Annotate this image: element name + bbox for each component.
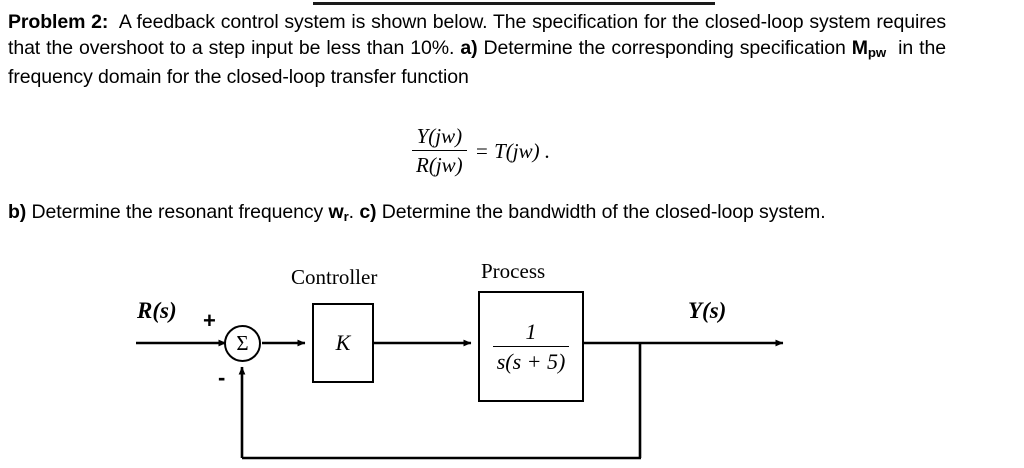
process-block: 1 s(s + 5) [478, 291, 584, 402]
symbol-wr-base: w [328, 201, 344, 223]
output-signal-label: Y(s) [688, 298, 727, 323]
parts-b-c-text: b) Determine the resonant frequency wr. … [8, 200, 946, 229]
part-c-text: Determine the bandwidth of the closed-lo… [381, 201, 826, 223]
diagram-wires [136, 339, 784, 460]
equation-numerator: Y(jw) [416, 124, 463, 148]
controller-block: K [312, 303, 374, 383]
problem-text-2: Determine the corresponding specificatio… [483, 36, 846, 59]
part-a-label: a) [460, 36, 478, 59]
symbol-mpw: Mpw [851, 36, 887, 60]
controller-title: Controller [291, 265, 378, 289]
top-horizontal-rule [313, 2, 715, 5]
problem-text-3: in the frequency domain for the closed-l… [8, 36, 946, 88]
equation-right-side: = T(jw) . [474, 138, 551, 163]
feedback-control-block-diagram: Σ + - R(s) Y(s) Controller K Process 1 s… [0, 255, 1024, 468]
controller-gain-label: K [335, 330, 351, 355]
process-transfer-function: 1 s(s + 5) [492, 318, 570, 375]
process-denominator: s(s + 5) [492, 345, 570, 375]
plus-sign: + [203, 308, 216, 333]
process-title: Process [481, 259, 546, 283]
symbol-mpw-subscript: pw [867, 44, 887, 60]
display-equation: Y(jw) R(jw) = T(jw) . [412, 124, 550, 178]
symbol-wr-subscript: r [343, 208, 349, 224]
part-b-label: b) [8, 201, 27, 223]
equation-denominator: R(jw) [412, 150, 467, 178]
summing-junction: Σ [224, 325, 261, 362]
transfer-function-fraction: Y(jw) R(jw) [412, 124, 467, 178]
process-numerator: 1 [525, 318, 537, 344]
part-b-period: . [348, 201, 354, 223]
summing-junction-symbol: Σ [236, 331, 249, 355]
problem-text-1: A feedback control system is shown below… [8, 11, 946, 59]
input-signal-label: R(s) [137, 298, 177, 323]
problem-statement: Problem 2: A feedback control system is … [8, 10, 946, 90]
minus-sign: - [218, 365, 226, 390]
symbol-mpw-base: M [851, 36, 868, 59]
part-b-text: Determine the resonant frequency [31, 201, 324, 223]
part-c-label: c) [359, 201, 377, 223]
symbol-wr: wr [328, 201, 349, 224]
problem-label: Problem 2: [8, 11, 109, 33]
